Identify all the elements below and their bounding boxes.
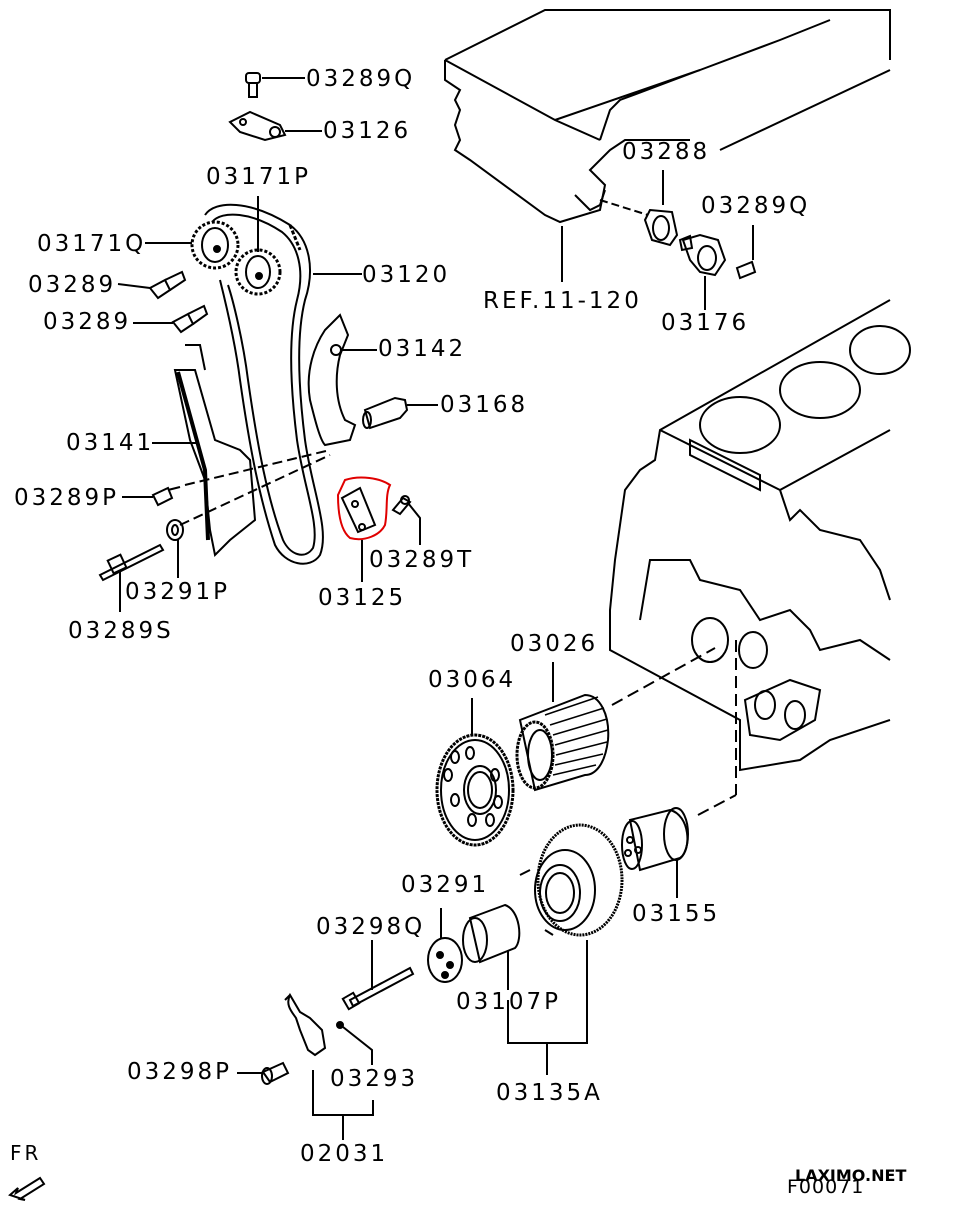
pin-03293-drawing [337,1022,372,1065]
label-03135a[interactable]: 03135A [496,1080,603,1106]
label-03289-a[interactable]: 03289 [28,272,117,298]
label-03026[interactable]: 03026 [510,631,599,657]
sprocket-03135a-drawing [520,825,622,935]
label-ref-11-120[interactable]: REF.11-120 [483,288,642,314]
tensioner-03176-drawing [680,235,725,310]
watermark: LAXIMO.NET [795,1166,907,1185]
stud-03289s-drawing [100,545,163,612]
label-03289t[interactable]: 03289T [369,547,475,573]
label-03298p[interactable]: 03298P [127,1059,233,1085]
label-03171p[interactable]: 03171P [206,164,312,190]
bolt-03289-a-drawing [118,272,185,298]
label-03126[interactable]: 03126 [323,118,412,144]
label-03293[interactable]: 03293 [330,1066,419,1092]
label-03289p[interactable]: 03289P [14,485,120,511]
washer-03291p-drawing [167,455,330,578]
cylinder-block-drawing [610,300,910,770]
bolt-03298q-drawing [343,940,413,1009]
label-03289-b[interactable]: 03289 [43,309,132,335]
sprocket-03171p-drawing [236,196,280,294]
label-03288[interactable]: 03288 [622,139,711,165]
label-03120[interactable]: 03120 [362,262,451,288]
bolt-03168-drawing [363,398,438,428]
gear-03064-drawing [437,698,513,845]
sensor-02031-drawing [285,995,325,1055]
label-03142[interactable]: 03142 [378,336,467,362]
gasket-03288-drawing [600,170,677,245]
chain-guide-03141-drawing [152,345,255,555]
bolt-03289p-drawing [122,450,330,505]
screw-03289t-drawing [393,496,420,545]
figure-code: F00071 [787,1176,865,1198]
label-03141[interactable]: 03141 [66,430,155,456]
label-03155[interactable]: 03155 [632,901,721,927]
shaft-03155-drawing [622,640,736,898]
label-03171q[interactable]: 03171Q [37,231,147,257]
bracket-03125-drawing [338,478,390,582]
label-03291[interactable]: 03291 [401,872,490,898]
bolt-03289-b-drawing [133,306,207,332]
label-03289q-right[interactable]: 03289Q [701,193,811,219]
bolt-03298p-drawing [237,1063,288,1084]
label-03291p[interactable]: 03291P [125,579,231,605]
bracket-02031 [313,1070,373,1140]
front-arrow-icon [10,1178,44,1200]
label-03168[interactable]: 03168 [440,392,529,418]
timing-chain-03120-drawing [205,205,362,564]
label-03176[interactable]: 03176 [661,310,750,336]
highlight-circle [338,478,390,540]
label-03289s[interactable]: 03289S [68,618,174,644]
sprocket-03171q-drawing [145,222,238,268]
sprocket-03026-drawing [517,648,715,790]
tensioner-lever-03142-drawing [309,315,377,445]
label-03289q-top[interactable]: 03289Q [306,66,416,92]
label-03064[interactable]: 03064 [428,667,517,693]
label-03107p[interactable]: 03107P [456,989,562,1015]
bolt-03289q-drawing [246,73,305,97]
bracket-03135a [508,940,587,1075]
label-02031[interactable]: 02031 [300,1141,389,1167]
plate-03291-drawing [428,908,462,982]
cylinder-head-drawing [445,10,890,222]
front-direction-label: FR [10,1141,42,1165]
guide-03126-drawing [230,112,322,140]
bolt-03289q-right-drawing [737,225,755,278]
bushing-03107p-drawing [463,905,519,990]
label-03298q[interactable]: 03298Q [316,914,426,940]
label-03125[interactable]: 03125 [318,585,407,611]
